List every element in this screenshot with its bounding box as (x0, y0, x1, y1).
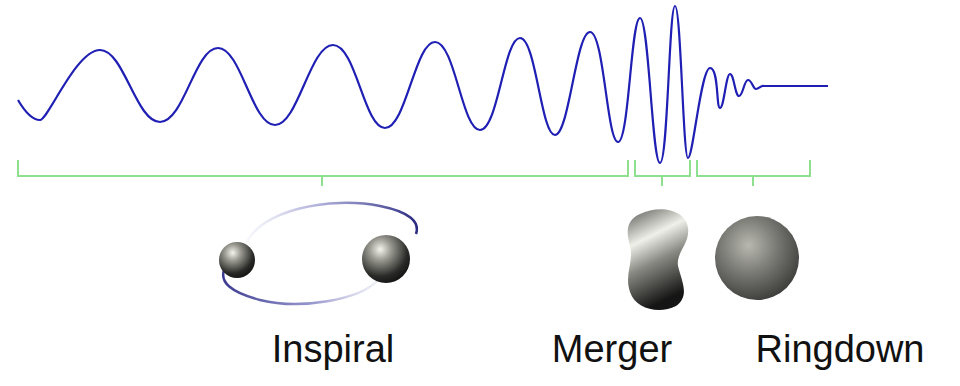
waveform (18, 6, 828, 163)
black-hole (219, 242, 255, 278)
remnant-black-hole (715, 216, 799, 300)
black-hole (362, 235, 410, 283)
phase-bracket (18, 160, 810, 186)
phase-label: Merger (552, 330, 672, 368)
phase-label: Inspiral (272, 330, 395, 368)
merging-black-holes (628, 209, 688, 310)
phase-label: Ringdown (756, 330, 925, 368)
